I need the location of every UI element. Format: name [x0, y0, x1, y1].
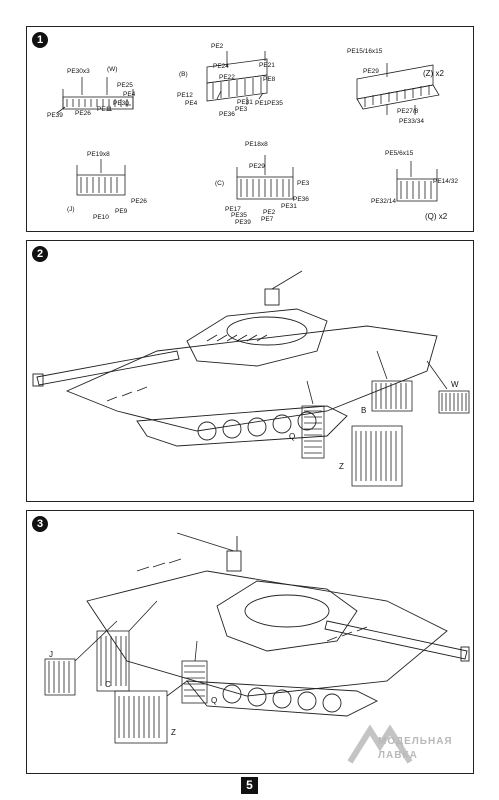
label-pe4: PE4 [123, 91, 136, 98]
label-pe32-14: PE32/14 [371, 198, 396, 205]
label-pe19x8: PE19x8 [87, 151, 110, 158]
label-pe10: PE10 [93, 214, 109, 221]
label-pe26: PE26 [75, 110, 91, 117]
label-pe15x16x15: PE15/16x15 [347, 48, 383, 55]
label-pe39b: PE39 [235, 219, 251, 226]
step-3-panel: 3 [26, 510, 474, 774]
label-pe1: PE1 [255, 100, 268, 107]
step-2-panel: 2 [26, 240, 474, 502]
step-2-screens [301, 350, 470, 487]
label-pe4b: PE4 [185, 100, 198, 107]
step-3-label-j: J [49, 650, 53, 659]
label-j: (J) [67, 206, 75, 213]
label-pe35b: PE35 [231, 212, 247, 219]
label-pe36: PE36 [219, 111, 235, 118]
step-3-tank-drawing [44, 532, 470, 744]
label-pe39: PE39 [47, 112, 63, 119]
label-pe18x8: PE18x8 [245, 141, 268, 148]
label-pe36b: PE36 [293, 196, 309, 203]
step-3-label-z: Z [171, 728, 176, 737]
step-2-label-w: W [451, 380, 459, 389]
step-1-number: 1 [32, 32, 48, 48]
label-pe25: PE25 [117, 82, 133, 89]
label-pe8: PE8 [263, 76, 276, 83]
step-2-tank-drawing [32, 270, 470, 487]
label-c: (C) [215, 180, 225, 187]
label-pe2b: PE2 [263, 209, 276, 216]
step-3-label-q: Q [211, 696, 218, 705]
step-2-number: 2 [32, 246, 48, 262]
step-3-screens [44, 600, 208, 744]
label-pe31b: PE31 [281, 203, 297, 210]
label-pe31: PE31 [237, 99, 253, 106]
page-number: 5 [241, 777, 258, 794]
label-pe17: PE17 [225, 206, 241, 213]
label-pe5x6x15: PE5/6x15 [385, 150, 414, 157]
label-pe3: PE3 [235, 106, 248, 113]
step-2-label-b: B [361, 406, 367, 415]
label-pe29: PE29 [363, 68, 379, 75]
label-pe22: PE22 [219, 74, 235, 81]
label-pe12: PE12 [177, 92, 193, 99]
label-pe3b: PE3 [297, 180, 310, 187]
step-2-label-z: Z [339, 462, 344, 471]
label-pe14-32: PE14/32 [433, 178, 458, 185]
label-pe33-34: PE33/34 [399, 118, 424, 125]
label-pe30x3: PE30x3 [67, 68, 90, 75]
step-3-number: 3 [32, 516, 48, 532]
step-1-panel: 1 [26, 26, 474, 232]
label-pe29b: PE29 [249, 163, 265, 170]
watermark-line-2: ЛАВКА [378, 750, 418, 761]
label-b: (B) [179, 71, 188, 78]
watermark-logo [347, 724, 413, 764]
label-pe30: PE30 [113, 100, 129, 107]
label-pe11: PE11 [97, 106, 113, 113]
step-1-diagram [56, 51, 440, 202]
step-2-label-q: Q [289, 432, 296, 441]
label-pe2: PE2 [211, 43, 224, 50]
label-pe21: PE21 [259, 62, 275, 69]
label-pe7: PE7 [261, 216, 274, 223]
label-pe24: PE24 [213, 63, 229, 70]
label-pe27-8: PE27/8 [397, 108, 419, 115]
label-zx2: (Z) x2 [423, 69, 444, 78]
label-pe9: PE9 [115, 208, 128, 215]
watermark-line-1: МОДЕЛЬНАЯ [378, 736, 453, 747]
label-w: (W) [107, 66, 118, 73]
label-qx2: (Q) x2 [425, 212, 448, 221]
label-pe26b: PE26 [131, 198, 147, 205]
step-3-label-c: C [105, 680, 111, 689]
label-pe35: PE35 [267, 100, 283, 107]
